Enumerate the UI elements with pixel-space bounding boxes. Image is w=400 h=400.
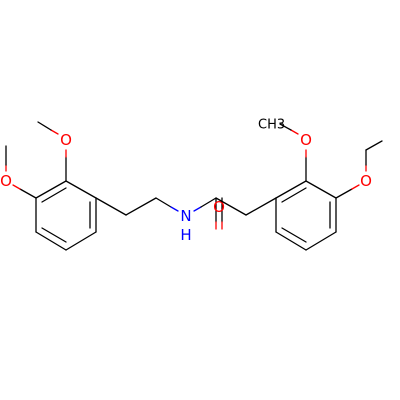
oxygen-atom: O bbox=[0, 172, 12, 190]
oxygen-atom: O bbox=[300, 131, 312, 149]
bond bbox=[275, 231, 307, 251]
bond bbox=[95, 197, 127, 216]
left-ring-methoxy-3: O bbox=[37, 121, 72, 182]
bond bbox=[365, 140, 383, 151]
hydrogen-atom: H bbox=[180, 226, 191, 244]
bond bbox=[351, 184, 360, 190]
right-ring-methoxy-3: O CH3 bbox=[258, 118, 312, 182]
ethyl-linker bbox=[95, 197, 179, 216]
bond bbox=[35, 231, 67, 251]
bond bbox=[170, 206, 179, 212]
bond bbox=[200, 197, 217, 208]
bond bbox=[245, 197, 277, 216]
bond bbox=[275, 180, 307, 199]
right-ring-methoxy-4: O bbox=[335, 140, 383, 199]
bond bbox=[290, 129, 299, 135]
bond bbox=[50, 129, 59, 135]
amide-group: N H O bbox=[180, 197, 225, 244]
bond bbox=[279, 123, 292, 131]
left-aromatic-ring bbox=[35, 180, 97, 251]
left-ring-methoxy-4: O bbox=[0, 145, 37, 199]
bond bbox=[19, 188, 37, 199]
bond bbox=[12, 184, 21, 190]
bond bbox=[193, 206, 202, 212]
bond bbox=[155, 197, 172, 208]
right-aromatic-ring bbox=[275, 180, 337, 251]
oxygen-atom: O bbox=[360, 172, 372, 190]
bond bbox=[305, 180, 337, 199]
bond bbox=[65, 180, 97, 199]
aromatic-double-bond bbox=[41, 187, 67, 203]
nitrogen-atom: N bbox=[180, 207, 191, 225]
bond bbox=[65, 231, 97, 251]
oxygen-atom: O bbox=[60, 131, 72, 149]
aromatic-double-bond bbox=[41, 227, 67, 243]
bond bbox=[35, 180, 67, 199]
aromatic-double-bond bbox=[281, 187, 307, 203]
carbonyl-oxygen-atom: O bbox=[213, 198, 225, 216]
methyl-group-label: CH3 bbox=[258, 118, 285, 133]
bond bbox=[37, 121, 52, 131]
bond bbox=[215, 197, 247, 216]
aromatic-double-bond bbox=[281, 227, 307, 243]
bond bbox=[335, 188, 353, 199]
bond bbox=[125, 197, 157, 216]
bond bbox=[305, 231, 337, 251]
methylene-linker bbox=[215, 197, 277, 216]
